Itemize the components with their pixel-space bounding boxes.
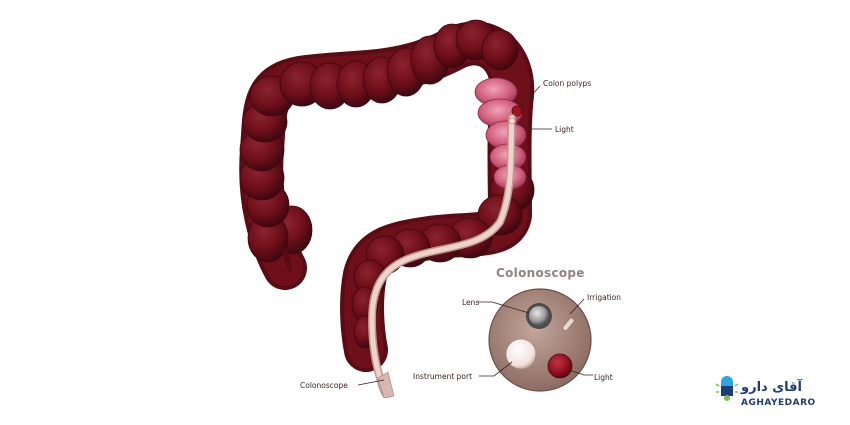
instrument-port-leader [479,361,513,377]
brand-name-farsi: آقای دارو [740,378,803,395]
colon-polyps-leader [519,85,541,109]
light-icon [547,353,573,379]
brand-logo: آقای دارو AGHAYEDARO [715,376,816,408]
polyp [511,105,523,117]
light-tip-leader [568,369,593,376]
irrigation-nozzle-icon [562,317,575,331]
scope-tip-detail [488,288,592,392]
light-tip-label: Light [594,373,613,382]
instrument-port-icon [505,338,537,370]
colonoscope-leader [357,379,385,386]
polyp-region [474,77,527,190]
light-top-label: Light [555,125,574,134]
irrigation-label: Irrigation [587,293,621,302]
capsule-logo-icon [715,376,739,401]
lens-label: Lens [462,298,479,307]
instrument-port-label: Instrument port [413,372,472,381]
scope-light [508,117,516,125]
appendix [282,248,292,273]
colonoscope-label: Colonoscope [300,381,348,390]
lens-leader [478,301,530,314]
light-top-leader [514,123,552,130]
irrigation-leader [569,298,585,315]
colonoscope-title: Colonoscope [496,266,585,280]
colonoscope-tube [367,114,516,399]
colon [239,19,535,372]
brand-name-latin: AGHAYEDARO [741,398,816,408]
colon-polyps-label: Colon polyps [543,79,591,88]
